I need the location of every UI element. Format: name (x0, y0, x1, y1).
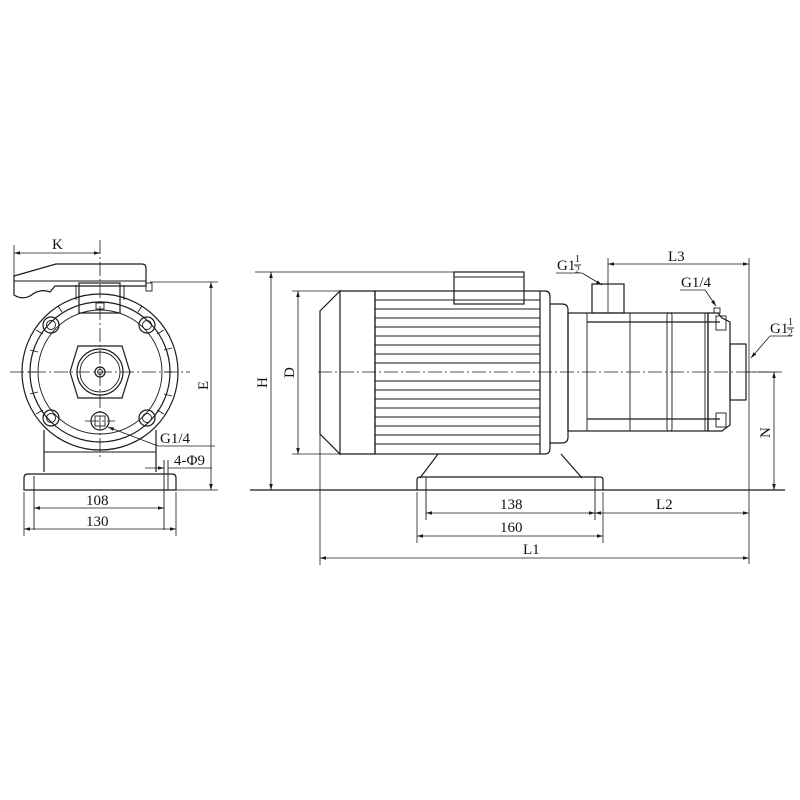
bolt-bottom-right (138, 409, 156, 427)
dim-160: 160 (500, 520, 523, 536)
terminal-box (453, 271, 525, 305)
tie-bolt-top (715, 315, 727, 331)
vent-plug (713, 307, 721, 314)
label-E: E (196, 381, 212, 390)
label-L3: L3 (668, 249, 685, 265)
label-K: K (52, 237, 63, 253)
bolt-top-right (138, 316, 156, 334)
side-view: H D L3 G1 1 2 G1/4 G1 1 2 N 138 (250, 249, 794, 565)
dim-138: 138 (500, 497, 523, 513)
label-L1: L1 (523, 542, 540, 558)
label-D: D (282, 367, 298, 378)
motor-body (374, 290, 541, 455)
svg-text:2: 2 (788, 328, 793, 339)
label-inlet-G1-1-2: G1 (770, 321, 788, 337)
dim-108: 108 (86, 493, 109, 509)
label-drain-G1-4: G1/4 (160, 431, 191, 447)
label-vent-G1-4: G1/4 (681, 275, 712, 291)
flange-hatch (28, 305, 173, 415)
label-discharge-G1-1-2: G1 (557, 258, 575, 274)
bolt-top-left (42, 316, 60, 334)
svg-text:1: 1 (788, 317, 793, 328)
label-H: H (255, 377, 271, 388)
dim-130: 130 (86, 514, 109, 530)
end-view: K E G1/4 4-Φ9 108 130 (10, 237, 218, 536)
label-N: N (758, 427, 774, 438)
bolt-bottom-left (42, 409, 60, 427)
svg-text:2: 2 (575, 265, 580, 276)
label-holes: 4-Φ9 (174, 453, 205, 469)
motor-fins (375, 299, 540, 445)
label-L2: L2 (656, 497, 673, 513)
fan-cover (319, 289, 341, 456)
tie-bolt-bottom (715, 412, 727, 428)
svg-text:1: 1 (575, 254, 580, 265)
